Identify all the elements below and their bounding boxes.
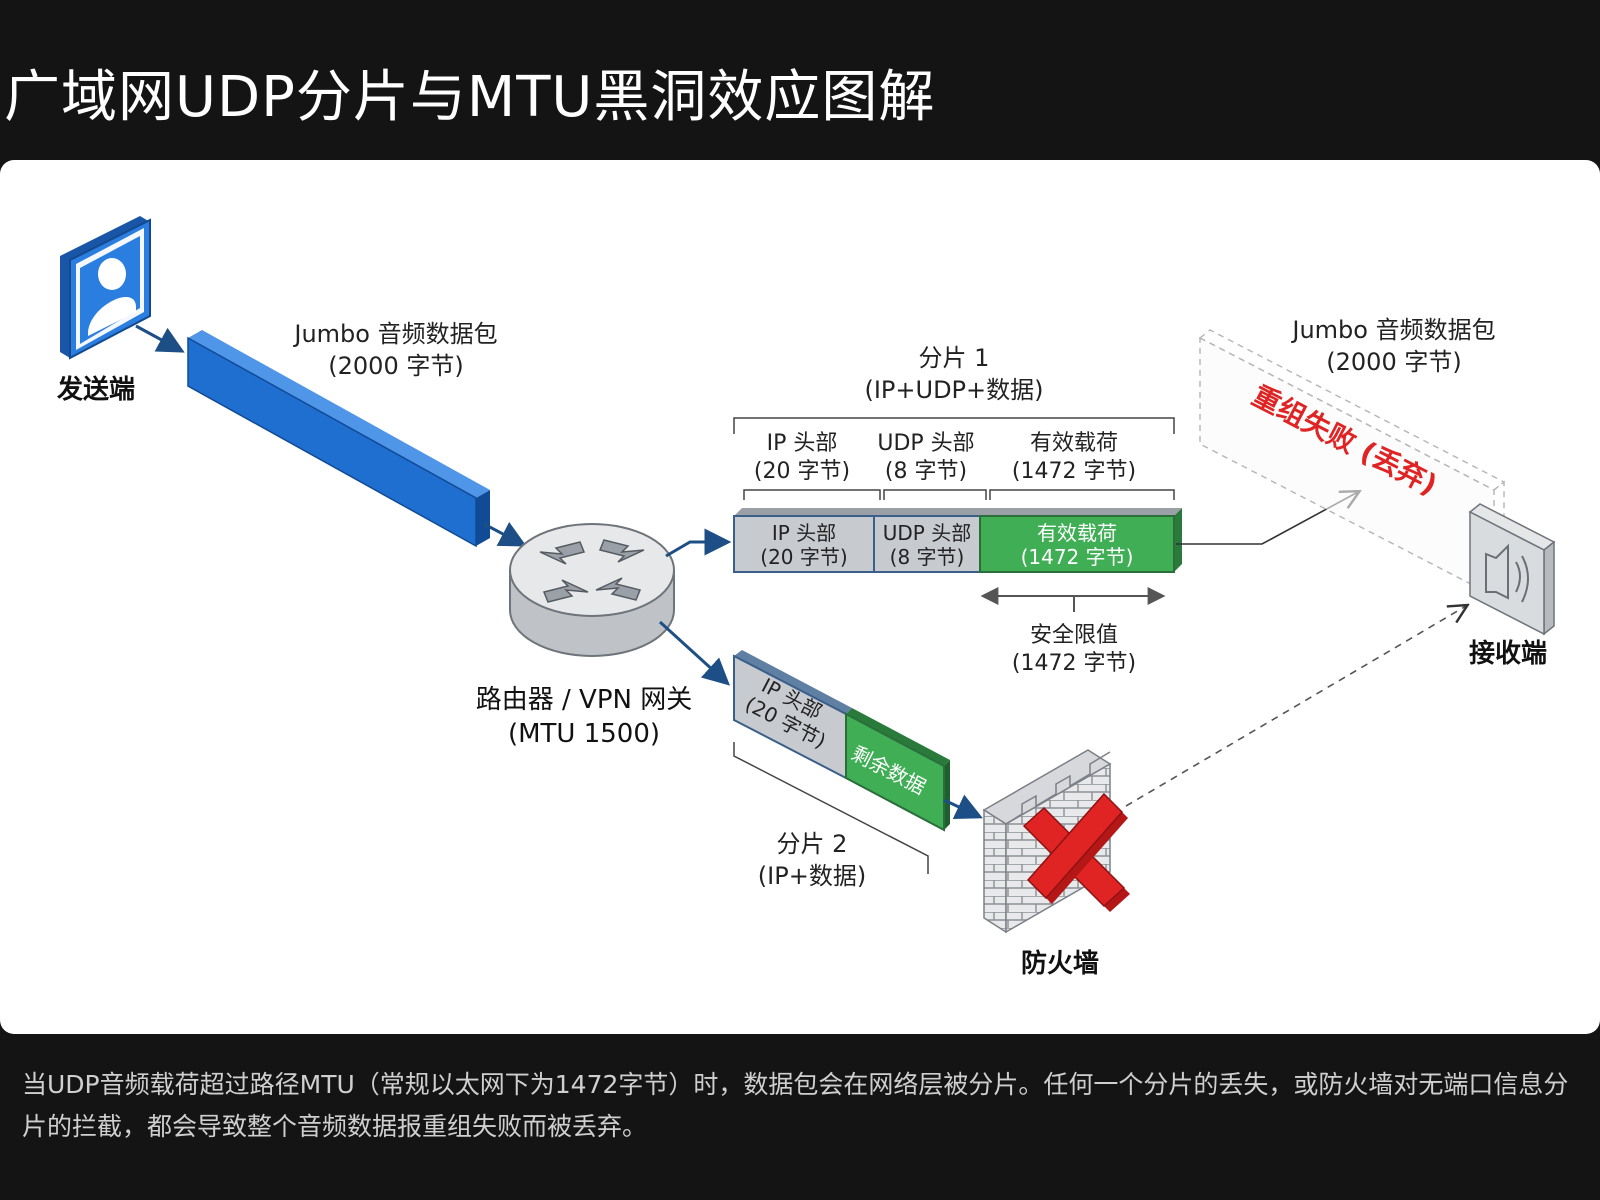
arrow-firewall-to-receiver <box>1125 606 1466 807</box>
sender-label: 发送端 <box>56 374 135 405</box>
arrow-router-to-fragment2 <box>658 620 730 686</box>
user-icon <box>60 216 151 360</box>
fragment1-udp-block <box>873 515 981 573</box>
fragment1-packet: IP 头部 (20 字节) UDP 头部 (8 字节) 有效载荷 (1472 字… <box>733 508 1182 573</box>
fragment1-payload-block <box>979 515 1175 573</box>
receiver-label: 接收端 <box>1469 639 1547 669</box>
fragment1-sub-brackets <box>743 489 1175 500</box>
fragment1-subtitle: (IP+UDP+数据) <box>864 376 1043 404</box>
arrow-sender-to-packet <box>135 324 185 353</box>
firewall-label: 防火墙 <box>1021 949 1099 979</box>
reassembled-packet-label: Jumbo 音频数据包 <box>1290 316 1495 344</box>
arrow-router-to-fragment1 <box>665 528 732 558</box>
fragment1-payload-size: (1472 字节) <box>1021 545 1134 569</box>
fragment1-udp-label: UDP 头部 <box>883 521 971 545</box>
fragment1-ip-size: (20 字节) <box>760 545 847 569</box>
fragment2-packet: IP 头部 (20 字节) 剩余数据 <box>733 650 950 832</box>
arrow-fragment2-to-firewall <box>943 794 983 820</box>
fragment1-payload-label: 有效载荷 <box>1037 521 1117 545</box>
bracket-udp-label: UDP 头部 <box>877 431 974 456</box>
reassembled-packet-size: (2000 字节) <box>1326 348 1461 376</box>
fragment2-data-block <box>845 712 945 832</box>
fragment1-udp-size: (8 字节) <box>890 545 965 569</box>
fragment2-bracket <box>733 742 929 874</box>
router-node: 路由器 / VPN 网关 (MTU 1500) <box>476 523 692 749</box>
receiver-node: 接收端 <box>1468 503 1556 669</box>
fragment2-title: 分片 2 <box>777 830 848 858</box>
fragment2-subtitle: (IP+数据) <box>758 862 866 890</box>
fragment1-bracket <box>733 417 1175 434</box>
jumbo-packet-label: Jumbo 音频数据包 <box>292 320 497 348</box>
arrow-packet-to-router <box>483 521 527 547</box>
jumbo-packet-size: (2000 字节) <box>328 352 463 380</box>
fragment1-ip-label: IP 头部 <box>772 521 836 545</box>
bracket-ip-size: (20 字节) <box>754 459 850 484</box>
jumbo-packet-bar <box>187 330 490 548</box>
diagram-canvas: 发送端 Jumbo 音频数据包 (2000 字节) 路由器 / VPN 网关 (… <box>56 216 1556 979</box>
fragment1-title: 分片 1 <box>919 344 990 372</box>
diagram-caption: 当UDP音频载荷超过路径MTU（常规以太网下为1472字节）时，数据包会在网络层… <box>22 1070 1569 1141</box>
speaker-icon <box>1468 503 1556 636</box>
firewall-node: 防火墙 <box>982 749 1130 979</box>
router-mtu: (MTU 1500) <box>508 719 660 749</box>
bracket-ip-label: IP 头部 <box>767 431 838 456</box>
bracket-payload-label: 有效载荷 <box>1030 431 1118 456</box>
bracket-payload-size: (1472 字节) <box>1012 459 1136 484</box>
router-icon <box>509 523 675 657</box>
bracket-udp-size: (8 字节) <box>885 459 967 484</box>
safe-limit-label: 安全限值 <box>1030 623 1118 648</box>
blocked-x-icon <box>1022 792 1130 912</box>
firewall-icon <box>982 749 1112 934</box>
page-title: 广域网UDP分片与MTU黑洞效应图解 <box>4 65 936 130</box>
diagram-card: 发送端 Jumbo 音频数据包 (2000 字节) 路由器 / VPN 网关 (… <box>0 160 1600 1034</box>
arrow-fragment1-to-reassembly <box>1176 492 1358 545</box>
router-label: 路由器 / VPN 网关 <box>476 685 692 715</box>
sender-node: 发送端 <box>56 216 151 405</box>
safe-limit-size: (1472 字节) <box>1012 651 1136 676</box>
